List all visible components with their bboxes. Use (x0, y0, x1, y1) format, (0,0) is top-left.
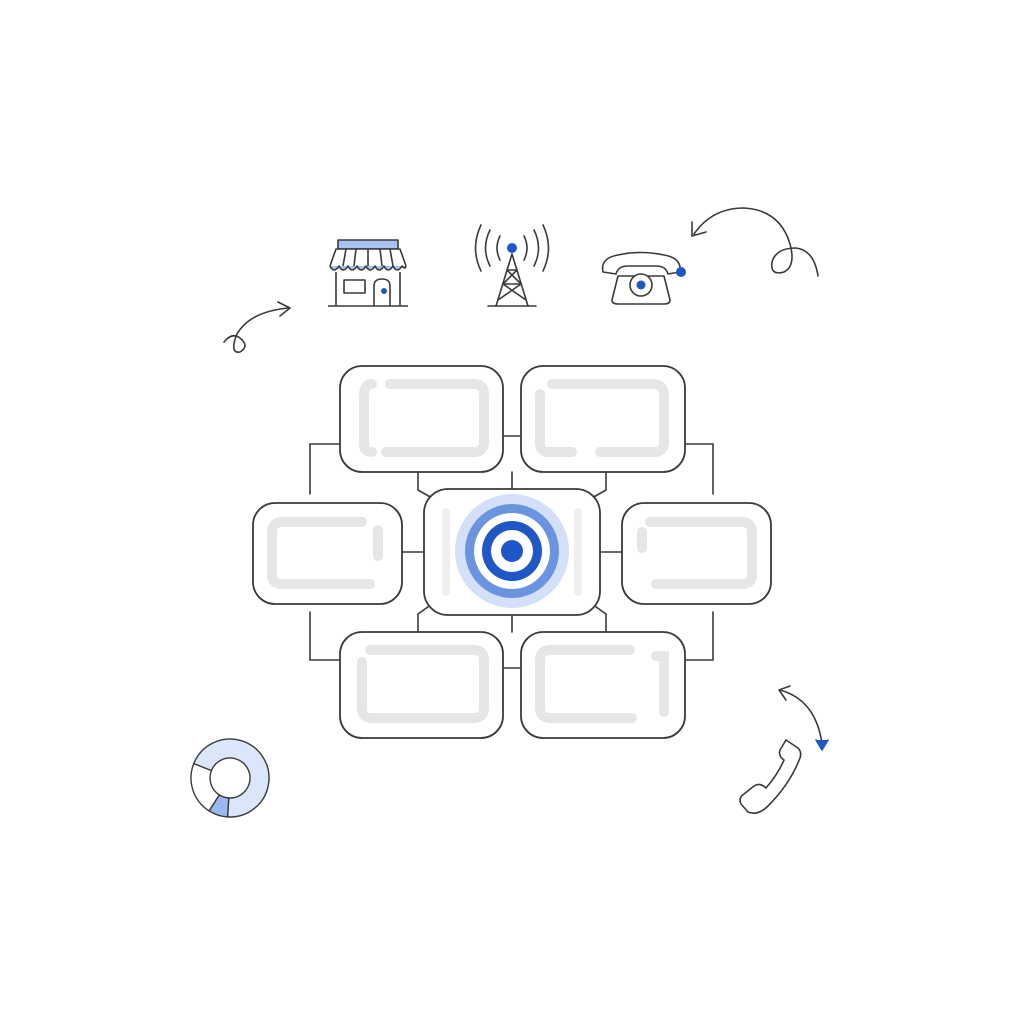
network-node-middle-right (621, 502, 772, 605)
network-node-middle-left (252, 502, 403, 605)
network-node-bottom-left (339, 631, 504, 739)
rotary-telephone-icon (601, 251, 686, 305)
network-node-bottom-right (520, 631, 686, 739)
curly-arrow-icon (223, 301, 291, 353)
phone-handset-icon (739, 739, 802, 814)
storefront-icon (328, 239, 408, 307)
donut-chart-icon (190, 738, 270, 818)
target-icon (455, 494, 569, 608)
network-node-top-right (520, 365, 686, 473)
radio-tower-icon (474, 224, 550, 307)
curly-arrow-icon (778, 685, 829, 751)
donut-slice (192, 738, 270, 818)
donut-slice (190, 762, 221, 812)
network-node-top-left (339, 365, 504, 473)
curly-arrow-icon (691, 207, 819, 277)
network-connectors (309, 435, 714, 669)
